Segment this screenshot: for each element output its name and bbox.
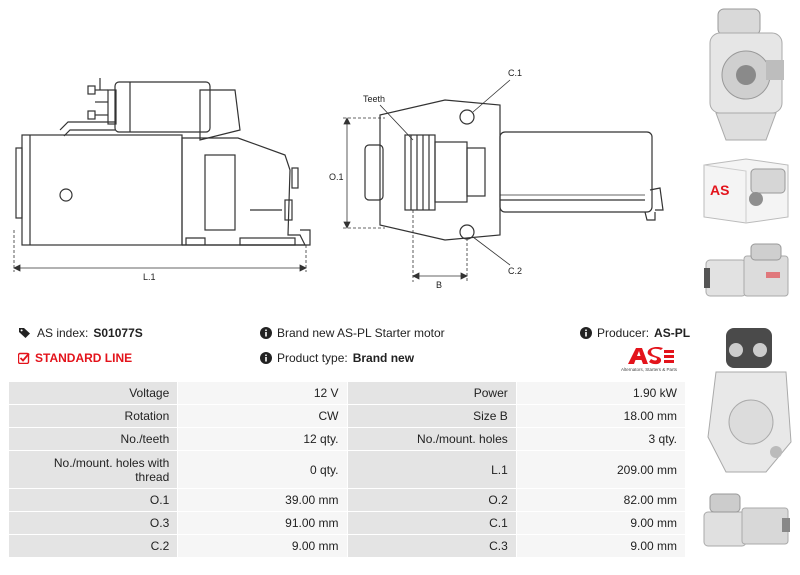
spec-label: Size B: [346, 404, 517, 428]
spec-label: O.1: [7, 488, 179, 512]
standard-line-label: STANDARD LINE: [35, 351, 133, 365]
spec-value: 1.90 kW: [515, 381, 687, 405]
spec-label: No./teeth: [7, 427, 179, 451]
photo-gallery: AS: [692, 0, 800, 575]
brand-text: Brand new AS-PL Starter motor: [277, 326, 445, 340]
as-logo-mark: [628, 346, 674, 365]
product-type: Product type: Brand new: [260, 351, 414, 365]
spec-value: 0 qty.: [177, 450, 348, 489]
top-view-drawing: Teeth O.1 B C.1 C.2: [329, 68, 664, 290]
spec-value: 9.00 mm: [515, 534, 687, 558]
dim-label-c1: C.1: [508, 68, 522, 78]
info-icon: [260, 352, 272, 364]
product-type-value: Brand new: [352, 351, 415, 365]
spec-label: C.3: [346, 534, 517, 558]
spec-value: 91.00 mm: [177, 511, 348, 535]
dim-label-l1: L.1: [143, 272, 156, 282]
spec-value: 12 qty.: [177, 427, 348, 451]
dim-label-teeth: Teeth: [363, 94, 385, 104]
spec-label: Power: [346, 381, 517, 405]
spec-label: Rotation: [7, 404, 179, 428]
info-icon: [260, 327, 272, 339]
product-type-label: Product type:: [277, 351, 348, 365]
side-view-drawing: L.1: [13, 78, 311, 282]
brand-info: Brand new AS-PL Starter motor: [260, 326, 445, 340]
spec-label: O.2: [346, 488, 517, 512]
dim-label-b: B: [436, 280, 442, 290]
spec-label: No./mount. holes: [346, 427, 517, 451]
as-pl-logo: Alternators, Starters & Parts: [618, 344, 680, 374]
spec-value: 39.00 mm: [177, 488, 348, 512]
svg-text:AS: AS: [710, 182, 729, 198]
producer-value: AS-PL: [654, 326, 691, 340]
producer-label: Producer:: [597, 326, 650, 340]
spec-label: L.1: [346, 450, 517, 489]
spec-label: C.2: [7, 534, 179, 558]
dim-label-c2: C.2: [508, 266, 522, 276]
spec-value: 9.00 mm: [515, 511, 687, 535]
as-index-value: S01077S: [93, 326, 143, 340]
as-index: AS index: S01077S: [18, 326, 143, 340]
product-photo-angle[interactable]: [696, 488, 796, 558]
spec-value: CW: [177, 404, 348, 428]
spec-value: 9.00 mm: [177, 534, 348, 558]
spec-value: 12 V: [177, 381, 348, 405]
spec-value: 82.00 mm: [515, 488, 687, 512]
technical-drawings: L.1: [0, 0, 690, 315]
spec-value: 209.00 mm: [515, 450, 687, 489]
check-square-icon: [18, 352, 30, 364]
spec-label: Voltage: [7, 381, 179, 405]
tags-icon: [19, 328, 30, 338]
spec-label: C.1: [346, 511, 517, 535]
product-photo-rear[interactable]: [696, 322, 796, 482]
dim-label-o1: O.1: [329, 172, 344, 182]
info-icon: [580, 327, 592, 339]
spec-label: O.3: [7, 511, 179, 535]
spec-label: No./mount. holes with thread: [7, 450, 179, 489]
product-photo-side[interactable]: [696, 238, 796, 308]
logo-subtitle: Alternators, Starters & Parts: [620, 367, 678, 372]
spec-value: 18.00 mm: [515, 404, 687, 428]
product-photo-box[interactable]: AS: [696, 155, 796, 225]
as-index-label: AS index:: [37, 326, 89, 340]
spec-value: 3 qty.: [515, 427, 687, 451]
product-photo-front[interactable]: [696, 5, 796, 145]
standard-line-badge: STANDARD LINE: [18, 351, 132, 365]
product-info: AS index: S01077S STANDARD LINE Brand ne…: [0, 318, 690, 378]
producer: Producer: AS-PL: [580, 326, 690, 340]
